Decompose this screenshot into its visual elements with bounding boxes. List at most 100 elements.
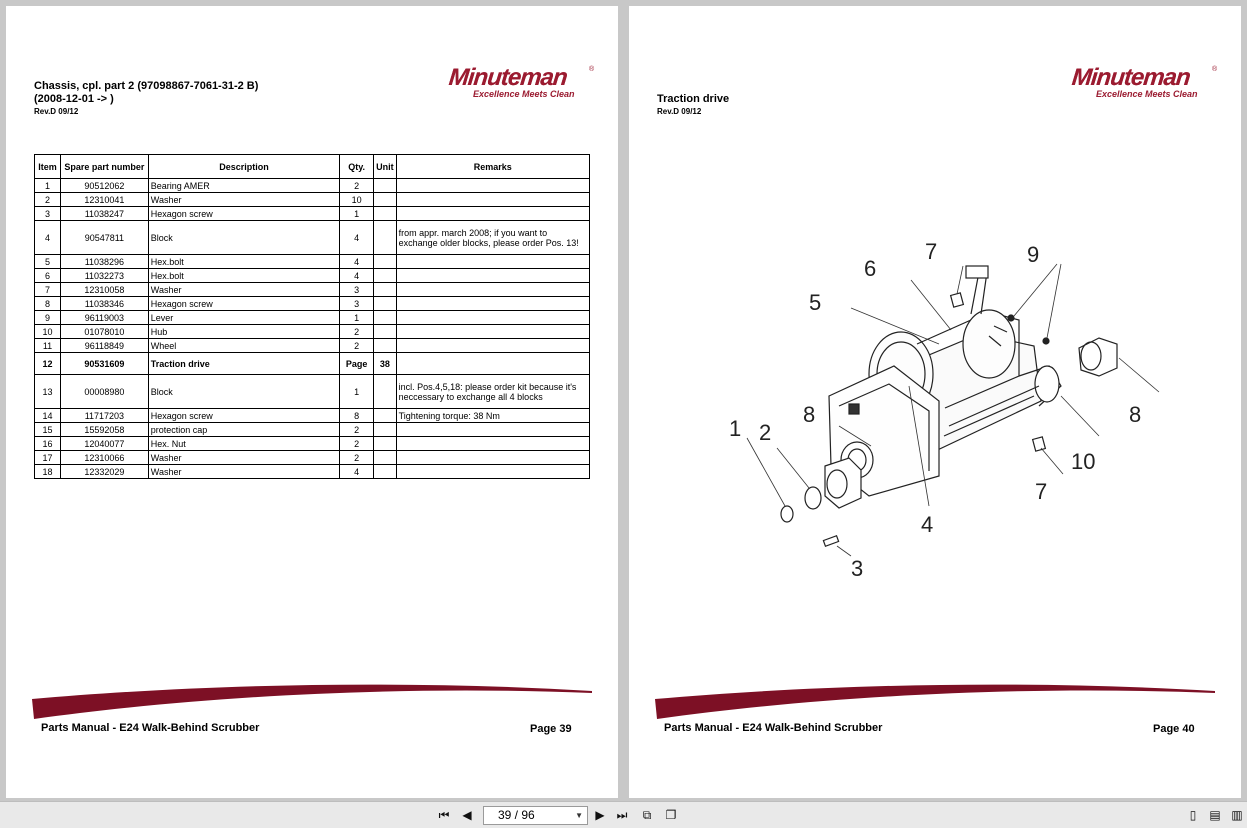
cell-item: 7 — [34, 282, 61, 297]
cell-unit — [373, 206, 397, 221]
continuous-icon[interactable]: ▤ — [1209, 808, 1221, 822]
cell-remarks — [395, 192, 591, 207]
cell-qty: 4 — [339, 220, 375, 255]
footer-swoosh — [655, 684, 1215, 719]
part-7-bracket-top — [949, 292, 965, 308]
cell-part-number: 90531609 — [59, 352, 149, 375]
cell-remarks: Tightening torque: 38 Nm — [395, 408, 591, 423]
cell-part-number: 12040077 — [59, 436, 149, 451]
cell-unit — [373, 338, 397, 353]
cell-qty: 2 — [339, 450, 375, 465]
page-select[interactable]: 39 / 96 ▼ — [483, 806, 588, 825]
cell-item: 13 — [34, 374, 61, 409]
cell-item: 10 — [34, 324, 61, 339]
single-page-icon[interactable]: ▯ — [1189, 808, 1197, 822]
cell-remarks — [395, 338, 591, 353]
cell-unit — [373, 464, 397, 479]
cell-item: 11 — [34, 338, 61, 353]
part-8-hub-left — [824, 457, 862, 509]
cell-unit — [373, 282, 397, 297]
cell-description: Washer — [147, 282, 341, 297]
cell-part-number: 11717203 — [59, 408, 149, 423]
cell-remarks — [395, 268, 591, 283]
page-title: Traction drive — [657, 93, 730, 105]
logo-tagline: Excellence Meets Clean — [1096, 89, 1198, 99]
cell-unit — [373, 296, 397, 311]
cell-item: 17 — [34, 450, 61, 465]
cell-item: 5 — [34, 254, 61, 269]
cell-description: Washer — [147, 464, 341, 479]
cell-qty: 3 — [339, 282, 375, 297]
cell-description: Lever — [147, 310, 341, 325]
cell-description: Washer — [147, 192, 341, 207]
facing-icon[interactable]: ▥ — [1231, 808, 1243, 822]
callout-1: 1 — [729, 416, 741, 441]
cell-remarks — [395, 178, 591, 193]
footer-title: Parts Manual - E24 Walk-Behind Scrubber — [664, 722, 883, 734]
cell-remarks — [395, 310, 591, 325]
cell-description: protection cap — [147, 422, 341, 437]
logo-registered: ® — [1212, 66, 1218, 73]
cell-remarks — [395, 464, 591, 479]
callout-5: 5 — [809, 290, 821, 315]
cell-unit — [373, 268, 397, 283]
prev-page-icon[interactable]: ◀ — [462, 808, 472, 822]
parts-table: Item Spare part number Description Qty. … — [34, 154, 591, 479]
two-page-icon[interactable]: ❐ — [665, 808, 677, 822]
cell-description: Traction drive — [147, 352, 341, 375]
callout-2: 2 — [759, 420, 771, 445]
cell-description: Bearing AMER — [147, 178, 341, 193]
cell-part-number: 15592058 — [59, 422, 149, 437]
cell-item: 4 — [34, 220, 61, 255]
cell-unit — [373, 310, 397, 325]
part-8-hub-right — [1078, 337, 1118, 377]
cell-qty: 4 — [339, 254, 375, 269]
cell-remarks — [395, 324, 591, 339]
cell-item: 14 — [34, 408, 61, 423]
fit-page-icon[interactable]: ⧉ — [642, 808, 652, 822]
cell-item: 9 — [34, 310, 61, 325]
cell-remarks — [395, 450, 591, 465]
cell-qty: 1 — [339, 374, 375, 409]
first-page-icon[interactable]: ⏮ — [438, 808, 450, 822]
header-unit: Unit — [373, 154, 397, 179]
cell-part-number: 96119003 — [59, 310, 149, 325]
cell-item: 8 — [34, 296, 61, 311]
cell-qty: 2 — [339, 436, 375, 451]
part-2-washer — [804, 486, 822, 510]
last-page-icon[interactable]: ⏭ — [616, 808, 628, 822]
cell-unit — [373, 374, 397, 409]
callout-7-bottom: 7 — [1035, 479, 1047, 504]
cell-description: Hexagon screw — [147, 206, 341, 221]
logo-wordmark: Minuteman — [1070, 64, 1192, 91]
callout-4: 4 — [921, 512, 933, 537]
cell-qty: 2 — [339, 338, 375, 353]
logo-registered: ® — [589, 66, 595, 73]
cell-qty: 1 — [339, 310, 375, 325]
footer-title: Parts Manual - E24 Walk-Behind Scrubber — [41, 722, 260, 734]
cell-description: Hex.bolt — [147, 254, 341, 269]
cell-remarks — [395, 436, 591, 451]
next-page-icon[interactable]: ▶ — [595, 808, 605, 822]
cell-unit: 38 — [373, 352, 397, 375]
document-page-right: Traction drive Rev.D 09/12 Minuteman ® E… — [629, 6, 1241, 798]
cell-part-number: 11038346 — [59, 296, 149, 311]
header-description: Description — [147, 154, 341, 179]
cell-item: 2 — [34, 192, 61, 207]
page-title: Chassis, cpl. part 2 (97098867-7061-31-2… — [34, 80, 259, 92]
cell-part-number: 11038296 — [59, 254, 149, 269]
cell-item: 1 — [34, 178, 61, 193]
cell-description: Hex. Nut — [147, 436, 341, 451]
page-indicator: 39 / 96 — [498, 808, 535, 822]
header-qty: Qty. — [339, 154, 375, 179]
part-7-bracket-bottom — [1031, 436, 1047, 452]
cell-unit — [373, 422, 397, 437]
